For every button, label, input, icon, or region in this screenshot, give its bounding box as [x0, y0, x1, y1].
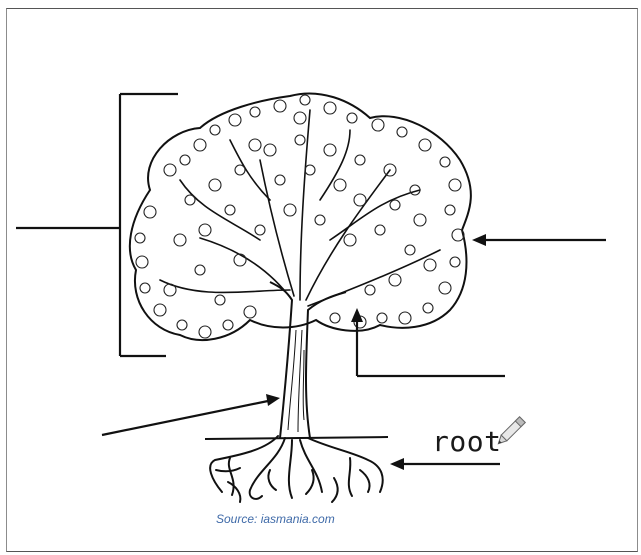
- tree-illustration: [130, 93, 471, 502]
- root-label: root: [432, 426, 501, 458]
- root-arrow: [390, 458, 500, 470]
- branch-arrow: [351, 308, 505, 376]
- canopy-drawing: [130, 93, 471, 340]
- ground-line: [205, 437, 388, 439]
- leaves-arrow: [472, 234, 606, 246]
- trunk-arrow: [102, 394, 280, 435]
- roots-drawing: [210, 436, 383, 502]
- source-caption: Source: iasmania.com: [216, 512, 335, 526]
